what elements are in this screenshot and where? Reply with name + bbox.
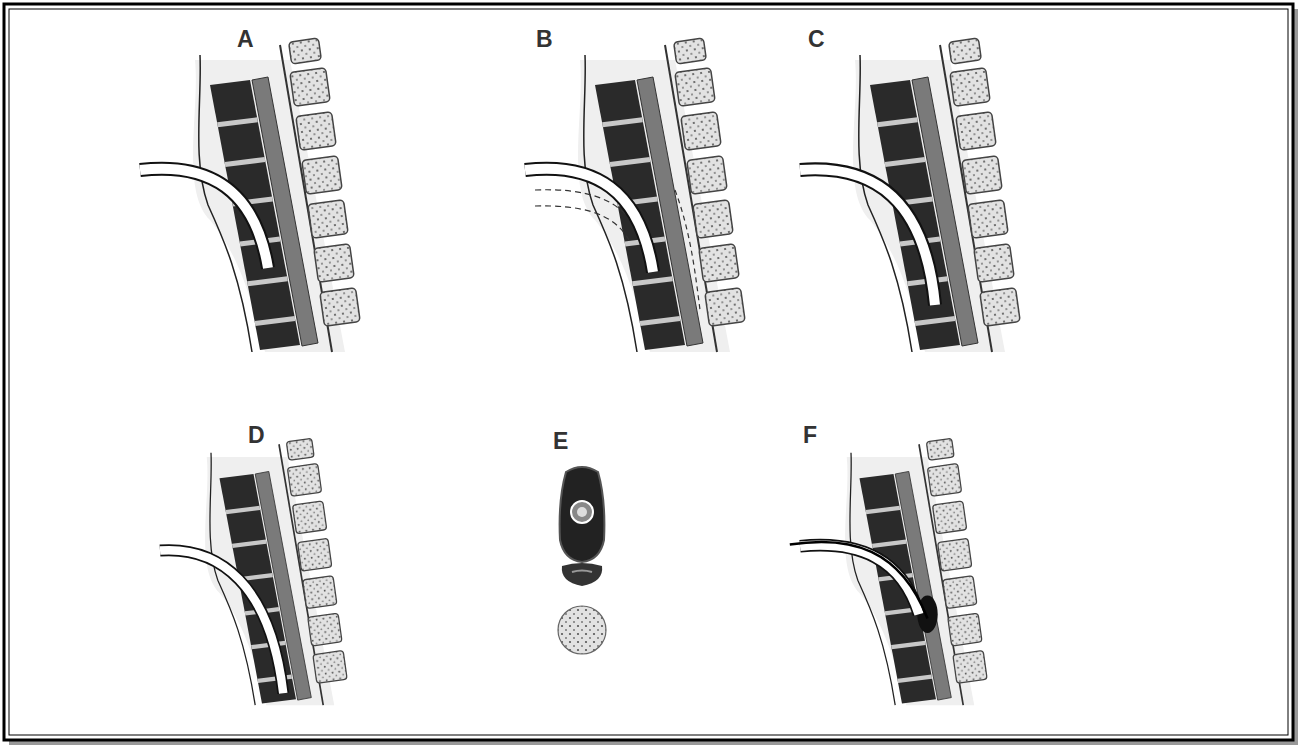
panel-letter: F bbox=[803, 424, 817, 447]
panel-letter: D bbox=[248, 424, 265, 447]
panel-letter: A bbox=[237, 28, 254, 51]
panel-letter: B bbox=[536, 28, 553, 51]
panel-letter: C bbox=[808, 28, 825, 51]
panel-letter: E bbox=[553, 430, 568, 453]
